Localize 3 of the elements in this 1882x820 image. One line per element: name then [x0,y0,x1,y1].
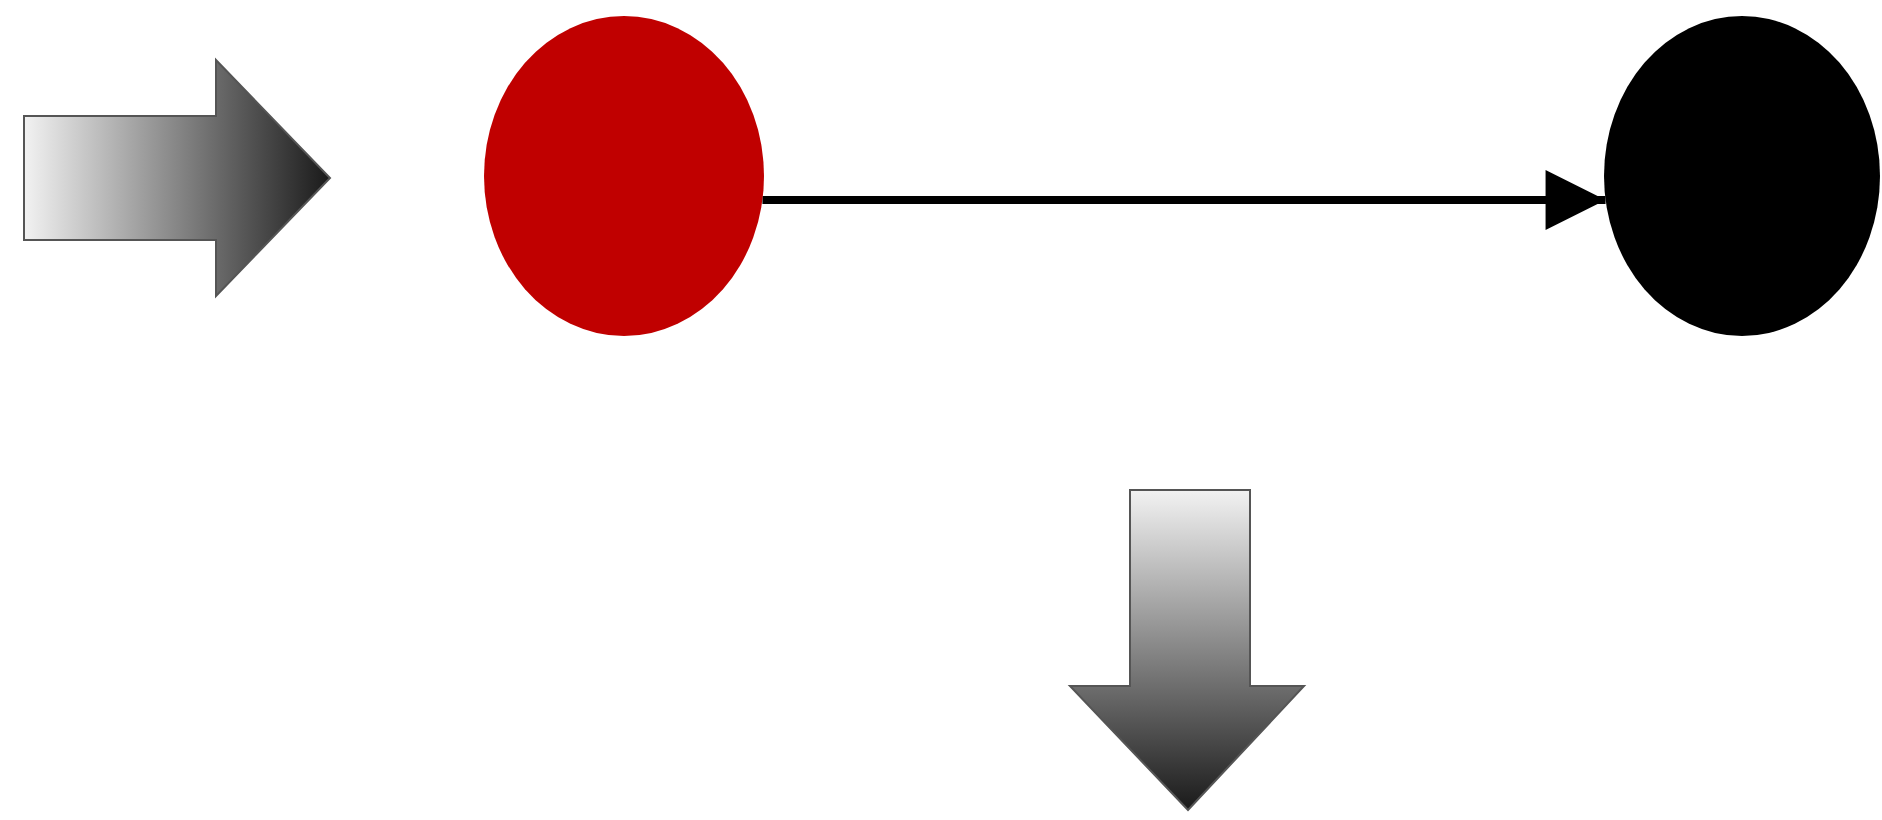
circle-node [484,16,764,336]
circle-node [1604,16,1880,336]
arrow [762,170,1606,230]
